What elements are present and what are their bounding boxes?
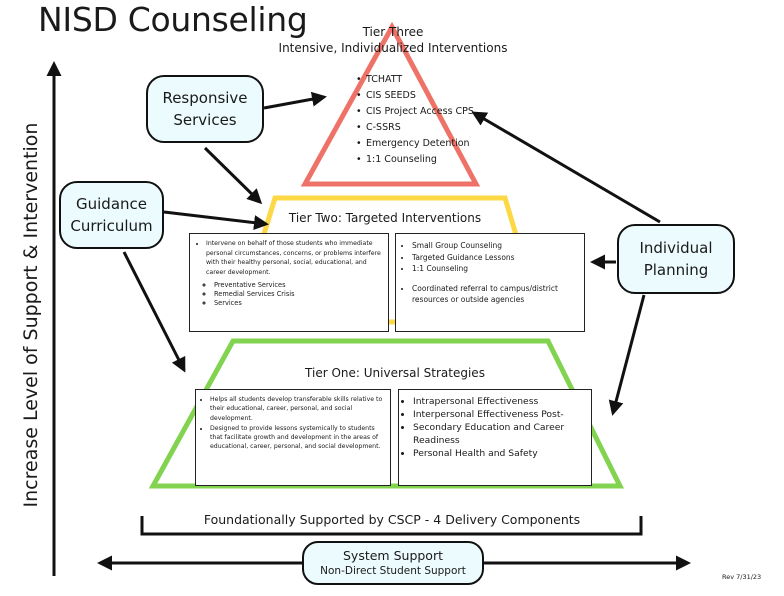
list-item: Targeted Guidance Lessons: [412, 252, 578, 264]
list-item: Interpersonal Effectiveness Post-: [413, 408, 585, 421]
list-item: Small Group Counseling: [412, 240, 578, 252]
list-item: TCHATT: [366, 72, 474, 88]
list-item: C-SSRS: [366, 120, 474, 136]
list-item: Secondary Education and Career Readiness: [413, 421, 585, 447]
guidance-to-tier-one-arrow: [122, 251, 186, 373]
tier-one-heading: Tier One: Universal Strategies: [305, 366, 485, 380]
tier-two-heading: Tier Two: Targeted Interventions: [288, 211, 482, 225]
revision-date: Rev 7/31/23: [722, 573, 762, 581]
tier-two-right-box: Small Group Counseling Targeted Guidance…: [395, 233, 585, 332]
tier-two-left-box: Intervene on behalf of those students wh…: [189, 233, 389, 332]
list-item: Helps all students develop transferable …: [210, 395, 385, 423]
tier-three-subheading: Intensive, Individualized Interventions: [278, 41, 508, 55]
list-item: CIS SEEDS: [366, 88, 474, 104]
list-item: Coordinated referral to campus/district …: [412, 283, 578, 306]
planning-to-tier-one-arrow: [608, 294, 646, 416]
system-support-box: System Support Non-Direct Student Suppor…: [302, 541, 484, 585]
foundation-label: Foundationally Supported by CSCP - 4 Del…: [203, 512, 581, 527]
responsive-services-bubble: Responsive Services: [146, 75, 264, 143]
list-item: Personal Health and Safety: [413, 447, 585, 460]
list-item: Services: [214, 299, 382, 308]
list-item: 1:1 Counseling: [366, 152, 474, 168]
guidance-curriculum-bubble: Guidance Curriculum: [59, 181, 164, 249]
tier-one-trapezoid: [148, 338, 625, 489]
list-item: Preventative Services: [214, 281, 382, 290]
planning-to-tier-three-arrow: [471, 111, 661, 224]
responsive-to-tier-three-arrow: [263, 91, 327, 110]
tier-three-heading: Tier Three: [362, 25, 424, 39]
guidance-curriculum-line-1: Guidance: [76, 195, 147, 213]
tier-two-intervene-text: Intervene on behalf of those students wh…: [206, 239, 382, 277]
spacer: [412, 275, 578, 283]
individual-planning-line-1: Individual: [639, 239, 713, 257]
tier-one-right-box: Intrapersonal Effectiveness Interpersona…: [398, 389, 592, 486]
guidance-curriculum-line-2: Curriculum: [70, 217, 153, 235]
list-item: 1:1 Counseling: [412, 263, 578, 275]
responsive-services-line-1: Responsive: [162, 89, 248, 107]
individual-planning-line-2: Planning: [643, 261, 709, 279]
page-title: NISD Counseling: [38, 0, 308, 39]
tier-one-left-box: Helps all students develop transferable …: [195, 389, 391, 486]
tier-three-list: TCHATT CIS SEEDS CIS Project Access CPS …: [366, 72, 474, 168]
vertical-axis-label: Increase Level of Support & Intervention: [20, 122, 42, 508]
list-item: Remedial Services Crisis: [214, 290, 382, 299]
list-item: CIS Project Access CPS: [366, 104, 474, 120]
foundation-bracket: [140, 516, 643, 536]
responsive-to-tier-two-arrow: [203, 146, 263, 205]
system-support-subtitle: Non-Direct Student Support: [320, 565, 466, 577]
list-item: Emergency Detention: [366, 136, 474, 152]
individual-planning-bubble: Individual Planning: [617, 224, 735, 294]
list-item: Designed to provide lessons systemically…: [210, 424, 385, 452]
guidance-to-tier-two-arrow: [163, 210, 269, 231]
list-item: Intrapersonal Effectiveness: [413, 395, 585, 408]
responsive-services-line-2: Services: [173, 111, 237, 129]
system-support-title: System Support: [343, 548, 443, 563]
tier-three-header: Tier Three Intensive, Individualized Int…: [270, 24, 516, 56]
